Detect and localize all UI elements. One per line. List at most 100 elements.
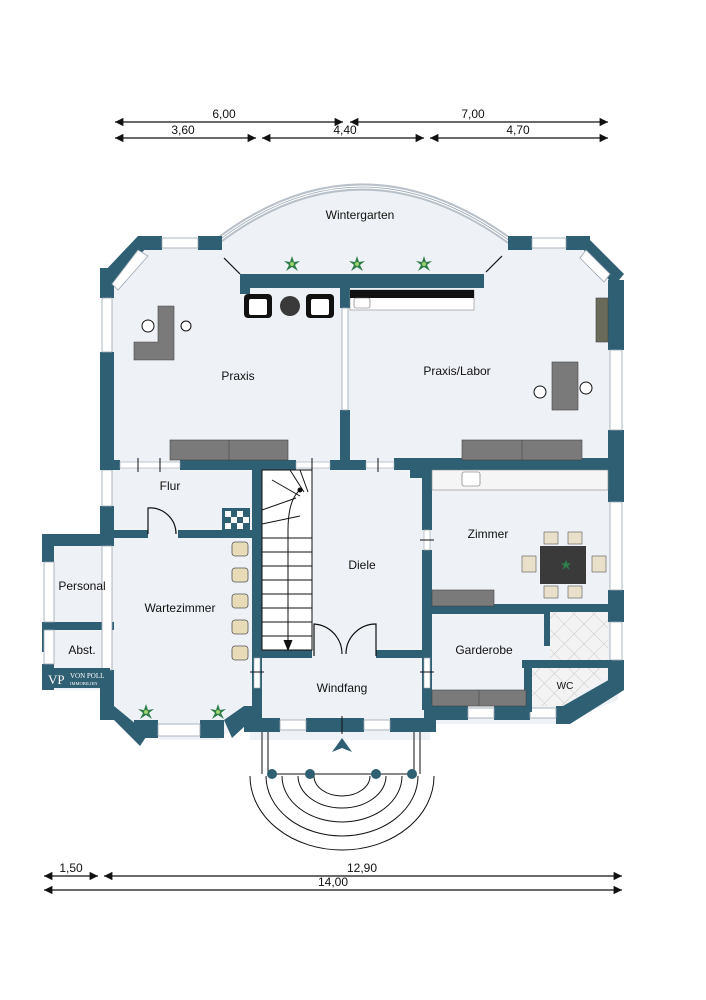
column (371, 769, 381, 779)
door-swing (345, 623, 377, 656)
wall (252, 460, 262, 710)
wall (262, 650, 312, 658)
room-label-garderobe: Garderobe (455, 643, 513, 657)
window (279, 719, 307, 731)
sliding-door (119, 461, 181, 469)
dim-label: 3,60 (171, 123, 195, 137)
checker-cell (231, 517, 237, 523)
window (529, 707, 557, 719)
room-label-flur: Flur (160, 479, 181, 493)
porch-step (265, 775, 419, 837)
dim-label: 12,90 (347, 861, 377, 875)
wintergarten-glass-line (213, 186, 515, 245)
bottom-dimensions: 1,50 12,90 14,00 (44, 861, 622, 895)
plants (138, 256, 571, 719)
dim-label: 6,00 (212, 107, 236, 121)
logo-background (44, 668, 110, 688)
wintergarten-floor (214, 187, 514, 274)
chair (141, 319, 155, 333)
side-table (280, 296, 300, 316)
plant-icon (561, 560, 571, 570)
desk (551, 361, 579, 411)
column (407, 769, 417, 779)
porch-step (313, 775, 371, 797)
checker-cell (225, 511, 231, 517)
sliding-door (365, 461, 395, 469)
dining-chair (567, 585, 583, 599)
interior-walls (100, 288, 624, 712)
dim-label: 14,00 (318, 875, 348, 889)
room-label-zimmer: Zimmer (468, 527, 509, 541)
window (609, 349, 623, 431)
sliding-door (423, 657, 431, 689)
checker-cell (237, 523, 243, 529)
room-label-wc: WC (557, 681, 574, 692)
window (531, 237, 567, 249)
wall (100, 460, 120, 470)
sliding-door (253, 657, 261, 689)
wall (422, 550, 432, 710)
room-label-abst: Abst. (68, 643, 95, 657)
stair-outline (261, 469, 313, 651)
wall (100, 268, 114, 298)
wall (42, 622, 114, 630)
armchair-seat (249, 299, 267, 315)
dining-chair (567, 531, 583, 545)
wall (42, 534, 54, 562)
window (609, 621, 623, 661)
lab-sink (353, 297, 371, 309)
logo-line2: IMMOBILIEN (70, 681, 98, 686)
window (161, 237, 199, 249)
cabinet (431, 589, 495, 607)
room-label-praxis-labor: Praxis/Labor (423, 364, 490, 378)
shelf (595, 297, 609, 343)
room-label-wintergarten: Wintergarten (326, 208, 395, 222)
window (101, 545, 113, 671)
wall (340, 288, 350, 308)
door-mark (223, 257, 241, 275)
wall (198, 236, 222, 250)
wall (422, 604, 624, 614)
tile-area (550, 612, 608, 660)
logo-line1: VON POLL (70, 672, 104, 680)
wall (522, 660, 612, 668)
window (101, 297, 113, 353)
wall (394, 458, 624, 470)
checker-cell (237, 511, 243, 517)
entrance-porch (249, 732, 435, 851)
tile-area (532, 668, 608, 706)
room-label-personal: Personal (58, 579, 105, 593)
door-swing (313, 623, 343, 656)
kitchen-sink (461, 471, 481, 487)
checker-cell (225, 523, 231, 529)
wall (240, 274, 250, 294)
main-floor (44, 244, 618, 740)
wall (100, 352, 114, 470)
dining-chair (591, 555, 607, 573)
wall (544, 612, 550, 646)
dining-chair (521, 555, 537, 573)
plant-icon (349, 256, 365, 271)
wall (240, 274, 484, 288)
room-label-wartezimmer: Wartezimmer (145, 601, 216, 615)
wintergarten (211, 183, 517, 247)
sliding-doors (119, 307, 434, 734)
chair (579, 381, 593, 395)
wall (306, 718, 364, 732)
window (43, 629, 55, 665)
doors (147, 255, 503, 656)
wall (200, 720, 224, 738)
wall (566, 236, 590, 250)
room-labels: Wintergarten Praxis Praxis/Labor Flur Di… (58, 208, 573, 695)
staircase (261, 469, 313, 652)
stair-arrow (283, 639, 293, 652)
entrance-arrow-icon (332, 738, 352, 752)
top-dimensions: 6,00 7,00 3,60 4,40 4,70 (115, 107, 608, 143)
dim-label: 1,50 (59, 861, 83, 875)
window (101, 469, 113, 507)
wall (178, 530, 254, 538)
plant-icon (210, 704, 226, 719)
waiting-chair (231, 541, 249, 557)
wall (494, 706, 530, 720)
